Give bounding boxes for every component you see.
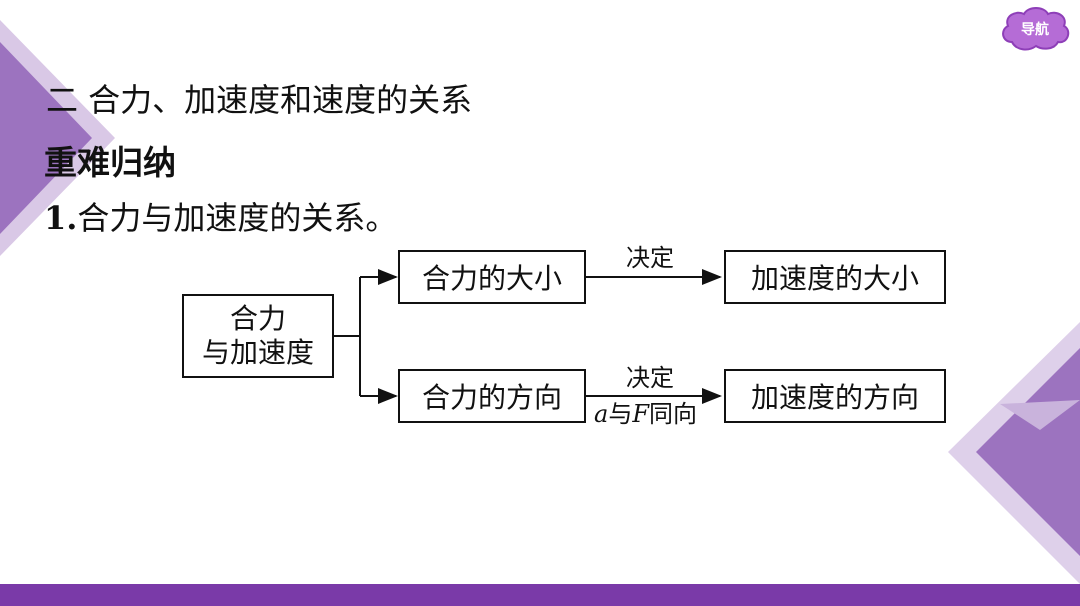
node-force-direction: 合力的方向: [398, 369, 586, 423]
node-acceleration-magnitude: 加速度的大小: [724, 250, 946, 304]
sub-heading: 重难归纳: [44, 143, 176, 182]
edge-sublabel-bottom: a与F同向: [594, 400, 697, 428]
node-root-line1: 合力: [229, 302, 286, 335]
symbol-a: a: [594, 400, 609, 428]
sublabel-end: 同向: [648, 400, 697, 428]
node-root: 合力 与加速度: [182, 294, 334, 378]
symbol-F: F: [632, 400, 649, 428]
node-acceleration-direction: 加速度的方向: [724, 369, 946, 423]
nav-button[interactable]: 导航: [998, 4, 1072, 54]
point-number: 1.: [44, 199, 78, 237]
point-1: 1.合力与加速度的关系。: [44, 196, 397, 240]
section-heading: 二 合力、加速度和速度的关系: [46, 81, 473, 119]
sublabel-mid: 与: [608, 400, 633, 428]
node-root-line2: 与加速度: [201, 336, 314, 369]
edge-label-bottom: 决定: [626, 364, 674, 392]
cloud-badge-icon: [1002, 7, 1070, 51]
point-text: 合力与加速度的关系。: [77, 199, 398, 237]
edge-label-top: 决定: [626, 244, 674, 272]
nav-label: 导航: [1021, 22, 1049, 38]
bottom-accent-bar: [0, 584, 1080, 606]
node-force-magnitude: 合力的大小: [398, 250, 586, 304]
